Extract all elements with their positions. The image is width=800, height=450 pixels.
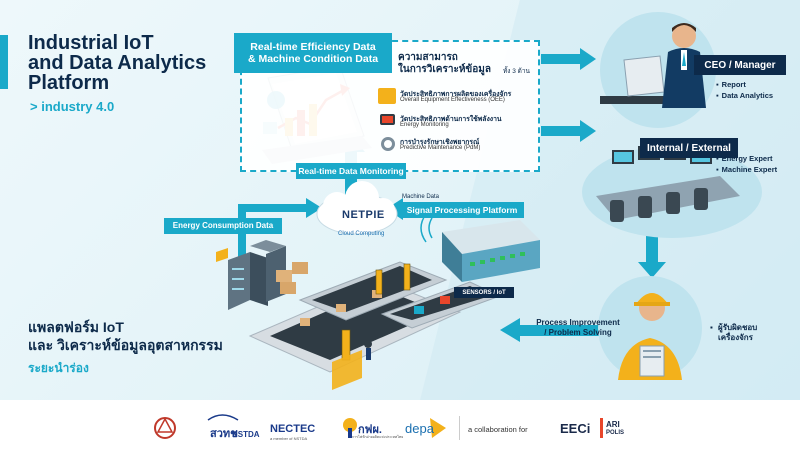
machine-data-label: Machine Data: [402, 194, 440, 200]
capability-line-1: ความสามารถ: [398, 52, 458, 63]
process-improvement-line-1: Process Improvement: [536, 318, 620, 327]
subtitle: > industry 4.0: [30, 99, 115, 114]
efficiency-label-line-1: Real-time Efficiency Data: [250, 41, 376, 53]
cloud-computing-label: Cloud Computing: [338, 231, 385, 237]
capability-heading: ความสามารถ ในการวิเคราะห์ข้อมูล: [398, 52, 491, 76]
kpi-energy-en: Energy Monitoring: [400, 122, 449, 128]
operator-illustration: [598, 276, 702, 380]
efficiency-label-line-2: & Machine Condition Data: [247, 53, 379, 65]
egat-logo: กฟผ.: [358, 424, 382, 436]
title-line-3: Platform: [28, 72, 110, 94]
nectec-logo: NECTEC: [270, 423, 316, 435]
thai-title-line-3: ระยะนำร่อง: [28, 361, 89, 375]
cloud-icon: [316, 181, 398, 235]
collaboration-text: a collaboration for: [468, 425, 528, 434]
kpi-energy-th: วัดประสิทธิภาพด้านการใช้พลังงาน: [400, 116, 502, 123]
energy-consumption-label: Energy Consumption Data: [164, 218, 282, 234]
kpi-oee-th: วัดประสิทธิภาพการผลิตของเครื่องจักร: [400, 91, 512, 98]
nstda-logo: NSTDA: [232, 430, 260, 439]
sensor-gateway-illustration: [420, 213, 540, 282]
ceo-item-report: Report: [716, 80, 746, 89]
server-rack-illustration: [216, 240, 286, 310]
kpi-oee-en: Overall Equipment Effectiveness (OEE): [400, 97, 505, 103]
netpie-logo: NETPIE: [342, 209, 385, 221]
depa-logo: depa: [405, 421, 434, 436]
page-title: Industrial IoT and Data Analytics Platfo…: [28, 33, 228, 93]
thai-title-line-2: และ วิเคราะห์ข้อมูลอุตสาหกรรม: [28, 337, 223, 353]
arrow-to-ceo: [541, 48, 596, 70]
machine-owner-line-1: ผู้รับผิดชอบ: [718, 323, 758, 332]
egat-full-name: การไฟฟ้าฝ่ายผลิตแห่งประเทศไทย: [352, 435, 404, 439]
accent-bar: [0, 35, 8, 89]
capability-note: ทั้ง 3 ด้าน: [503, 68, 530, 75]
title-line-2: and Data Analytics: [28, 52, 207, 74]
sensors-iot-label: SENSORS / IoT: [454, 287, 514, 298]
signal-processing-label: Signal Processing Platform: [400, 202, 524, 218]
expert-item-energy: Energy Expert: [716, 154, 773, 163]
ceo-manager-label: CEO / Manager: [694, 55, 786, 75]
title-line-1: Industrial IoT: [28, 32, 154, 54]
expert-item-machine: Machine Expert: [716, 165, 777, 174]
wrench-icon: [381, 137, 395, 151]
nectec-member-text: a member of NSTDA: [270, 436, 308, 441]
capability-line-2: ในการวิเคราะห์ข้อมูล: [398, 64, 491, 75]
arrow-to-experts: [541, 120, 596, 142]
kpi-pdm-en: Predictive Maintenance (PdM): [400, 145, 481, 151]
kpi-pdm-th: การบำรุงรักษาเชิงพยากรณ์: [400, 139, 480, 146]
nstda-thai-logo: สวทช: [210, 428, 238, 440]
internal-external-label: Internal / External: [640, 138, 738, 158]
thai-title-line-1: แพลตฟอร์ม IoT: [28, 319, 124, 335]
eeci-logo: EECi: [560, 421, 591, 436]
efficiency-data-label: Real-time Efficiency Data & Machine Cond…: [234, 33, 392, 73]
process-improvement-line-2: / Problem Solving: [544, 328, 612, 337]
factory-worker-icon: [378, 88, 396, 104]
ceo-item-data-analytics: Data Analytics: [716, 91, 773, 100]
footer: [0, 400, 800, 450]
ceo-illustration: [600, 12, 716, 128]
realtime-monitoring-label: Real-time Data Monitoring: [296, 163, 406, 179]
arrow-process-improvement: [500, 318, 618, 342]
machine-owner-label: ผู้รับผิดชอบ เครื่องจักร: [710, 323, 758, 343]
battery-icon: [380, 114, 395, 125]
footer-divider: [459, 416, 460, 440]
process-improvement-label: Process Improvement / Problem Solving: [533, 318, 623, 338]
ari-logo: ARI: [606, 420, 620, 429]
machine-owner-line-2: เครื่องจักร: [718, 333, 753, 342]
polis-logo: POLIS: [606, 430, 625, 436]
